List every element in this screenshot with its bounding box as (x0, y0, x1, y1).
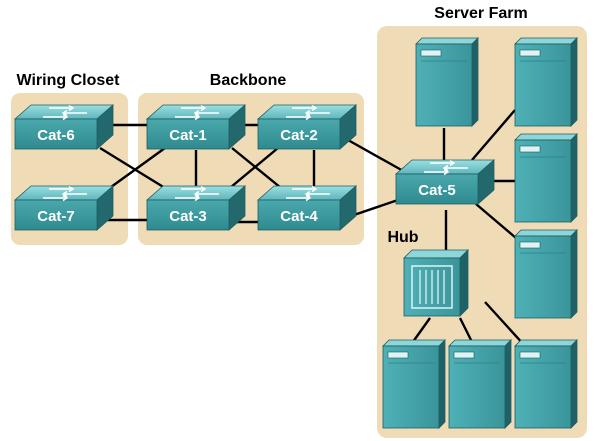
hub-device[interactable] (403, 249, 469, 317)
link-hub-server7 (484, 301, 526, 347)
switch-cat2[interactable]: Cat-2 (257, 104, 357, 150)
server-tower-icon (514, 37, 578, 127)
switch-cat3-label: Cat-3 (169, 208, 207, 225)
server-tower-icon (382, 339, 446, 429)
server-tower-icon (415, 37, 479, 127)
server-4[interactable] (514, 229, 578, 319)
switch-cat4[interactable]: Cat-4 (257, 185, 357, 231)
server-3[interactable] (514, 133, 578, 223)
switch-cat7[interactable]: Cat-7 (14, 185, 114, 231)
wiring-closet-title: Wiring Closet (17, 72, 121, 89)
server-farm-region (377, 26, 587, 438)
server-tower-icon (448, 339, 512, 429)
switch-cat2-label: Cat-2 (280, 127, 318, 144)
switch-cat1-label: Cat-1 (169, 127, 207, 144)
server-2[interactable] (514, 37, 578, 127)
switch-cat5-label: Cat-5 (418, 182, 456, 199)
link-cat6-cat3 (99, 146, 166, 190)
link-cat5-server2 (471, 109, 516, 161)
switch-cat7-label: Cat-7 (37, 208, 75, 225)
link-cat2-cat5 (347, 138, 406, 174)
link-cat1-cat4 (231, 147, 287, 193)
server-farm-title: Server Farm (434, 5, 527, 22)
switch-cat6[interactable]: Cat-6 (14, 104, 114, 150)
switch-cat4-label: Cat-4 (280, 208, 318, 225)
switch-cat6-label: Cat-6 (37, 127, 75, 144)
switch-cat5[interactable]: Cat-5 (395, 159, 495, 205)
switch-cat3[interactable]: Cat-3 (146, 185, 246, 231)
server-6[interactable] (448, 339, 512, 429)
server-tower-icon (514, 133, 578, 223)
link-cat2-cat3 (224, 147, 279, 193)
server-1[interactable] (415, 37, 479, 127)
server-tower-icon (514, 339, 578, 429)
switch-cat1[interactable]: Cat-1 (146, 104, 246, 150)
server-7[interactable] (514, 339, 578, 429)
hub-icon (403, 249, 469, 317)
backbone-title: Backbone (210, 72, 287, 89)
server-tower-icon (514, 229, 578, 319)
server-5[interactable] (382, 339, 446, 429)
hub-title: Hub (387, 229, 418, 246)
